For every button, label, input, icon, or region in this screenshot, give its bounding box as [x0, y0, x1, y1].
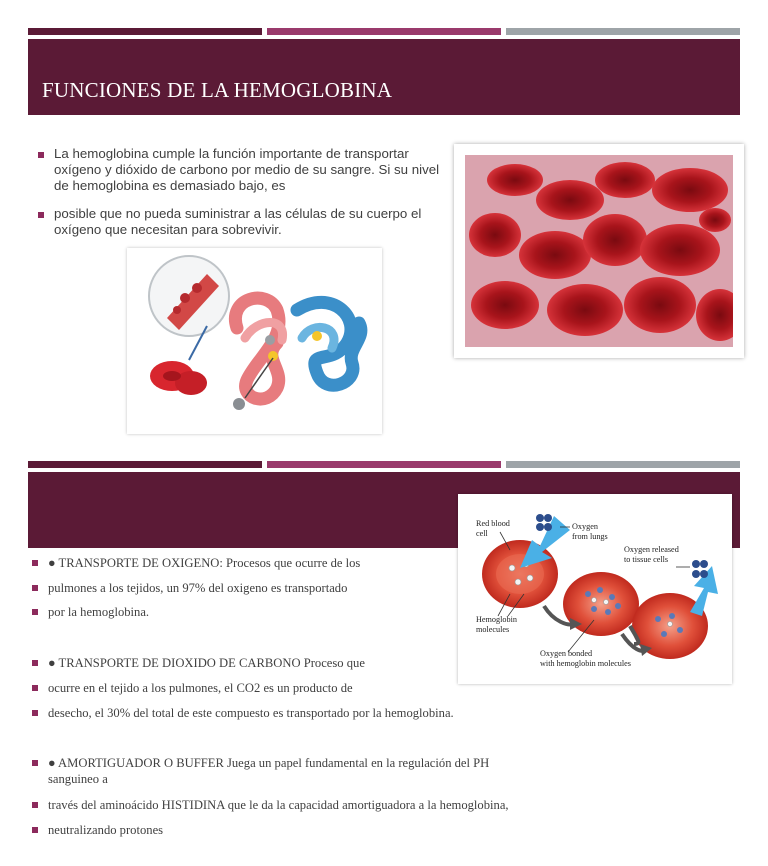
bullet-marker	[32, 710, 38, 716]
bullet-marker	[38, 212, 44, 218]
bullet-line-5: ocurre en el tejido a los pulmones, el C…	[48, 681, 353, 695]
bullet-line-4: ● TRANSPORTE DE DIOXIDO DE CARBONO Proce…	[48, 656, 365, 670]
bullet-line-8: través del aminoácido HISTIDINA que le d…	[48, 798, 509, 812]
bullet-marker	[32, 609, 38, 615]
bullet-marker	[32, 827, 38, 833]
slide-title: FUNCIONES DE LA HEMOGLOBINA	[42, 78, 393, 102]
hemoglobin-molecule-illustration	[148, 255, 368, 410]
oxygen-transport-illustration: Red blood cell Oxygen from lungs Oxygen …	[476, 514, 718, 668]
bullet-line-2: pulmones a los tejidos, un 97% del oxige…	[48, 581, 348, 595]
label-hemoglobin-2: molecules	[476, 625, 509, 634]
bullet-line-7: ● AMORTIGUADOR O BUFFER Juega un papel f…	[48, 756, 490, 770]
bullet-line-3: por la hemoglobina.	[48, 605, 150, 619]
bullet-marker	[32, 802, 38, 808]
bullet-line-1: ● TRANSPORTE DE OXIGENO: Procesos que oc…	[48, 556, 361, 570]
bullet-text-1: La hemoglobina cumple la función importa…	[54, 146, 440, 193]
label-oxygen-lungs-1: Oxygen	[572, 522, 598, 531]
top-stripe-gray	[506, 461, 740, 468]
bullet-line-7-cont: sanguineo a	[48, 772, 108, 786]
label-oxygen-bonded-2: with hemoglobin molecules	[540, 659, 631, 668]
bullet-marker	[32, 585, 38, 591]
bullet-marker	[32, 560, 38, 566]
bullet-marker	[32, 760, 38, 766]
title-banner	[28, 39, 740, 115]
red-blood-cells-photo	[465, 155, 733, 347]
bullet-line-9: neutralizando protones	[48, 823, 164, 837]
label-oxygen-released-2: to tissue cells	[624, 555, 668, 564]
label-oxygen-bonded-1: Oxygen bonded	[540, 649, 592, 658]
bullet-text-2: posible que no pueda suministrar a las c…	[54, 206, 422, 237]
bullet-line-6: desecho, el 30% del total de este compue…	[48, 706, 454, 720]
label-hemoglobin-1: Hemoglobin	[476, 615, 517, 624]
label-oxygen-released-1: Oxygen released	[624, 545, 679, 554]
top-stripe-mid	[267, 28, 501, 35]
top-stripe-dark	[28, 461, 262, 468]
top-stripe-gray	[506, 28, 740, 35]
bullet-marker	[32, 660, 38, 666]
top-stripe-dark	[28, 28, 262, 35]
label-red-blood-cell-1: Red blood	[476, 519, 510, 528]
hemoglobin-molecule-image	[127, 248, 382, 434]
label-oxygen-lungs-2: from lungs	[572, 532, 608, 541]
oxygen-transport-diagram: Red blood cell Oxygen from lungs Oxygen …	[458, 494, 732, 684]
bullet-marker	[32, 685, 38, 691]
top-stripe-mid	[267, 461, 501, 468]
label-red-blood-cell-2: cell	[476, 529, 489, 538]
bullet-marker	[38, 152, 44, 158]
red-blood-cells-image	[454, 144, 744, 358]
